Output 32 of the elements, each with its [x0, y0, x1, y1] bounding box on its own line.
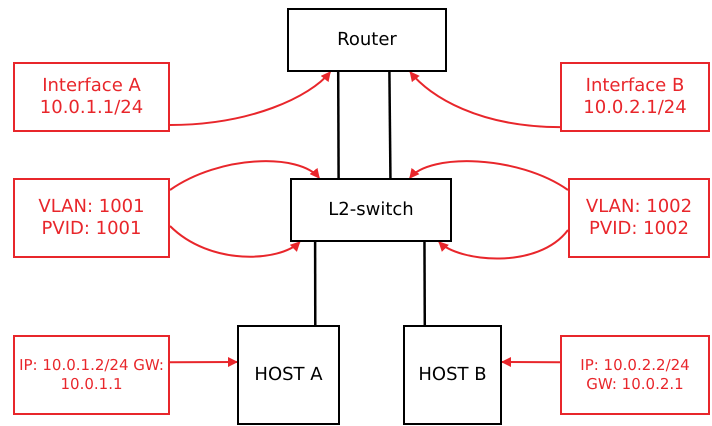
- connector-line: [423, 242, 426, 325]
- device-box: [290, 178, 452, 242]
- arrow: [170, 357, 238, 368]
- connector-line: [336, 72, 340, 178]
- address-box: [568, 178, 710, 258]
- address-box: [560, 62, 710, 132]
- node-label: Interface A 10.0.1.1/24: [38, 74, 144, 120]
- arrow: [169, 160, 320, 191]
- node-label: Router: [337, 28, 397, 52]
- node-label: VLAN: 1002 PVID: 1002: [584, 196, 694, 240]
- arrow: [438, 229, 569, 260]
- node-label: HOST B: [418, 364, 487, 386]
- address-box: [560, 335, 710, 415]
- arrow: [501, 357, 560, 368]
- node-label: IP: 10.0.1.2/24 GW: 10.0.1.1: [19, 356, 164, 394]
- address-box: [13, 178, 170, 258]
- device-box: [237, 325, 340, 425]
- node-label: IP: 10.0.2.2/24 GW: 10.0.2.1: [579, 356, 691, 394]
- address-box: [13, 62, 170, 132]
- connector-line: [388, 72, 392, 178]
- arrow: [409, 71, 560, 128]
- node-label: HOST A: [254, 364, 323, 386]
- node-label: Interface B 10.0.2.1/24: [582, 74, 688, 120]
- node-label: VLAN: 1001 PVID: 1001: [37, 196, 146, 240]
- connector-line: [314, 242, 317, 325]
- arrow: [169, 225, 300, 258]
- address-box: [13, 335, 170, 415]
- arrow: [170, 71, 331, 126]
- device-box: [403, 325, 502, 425]
- arrow: [409, 160, 569, 191]
- device-box: [287, 8, 447, 72]
- node-label: L2-switch: [328, 198, 414, 222]
